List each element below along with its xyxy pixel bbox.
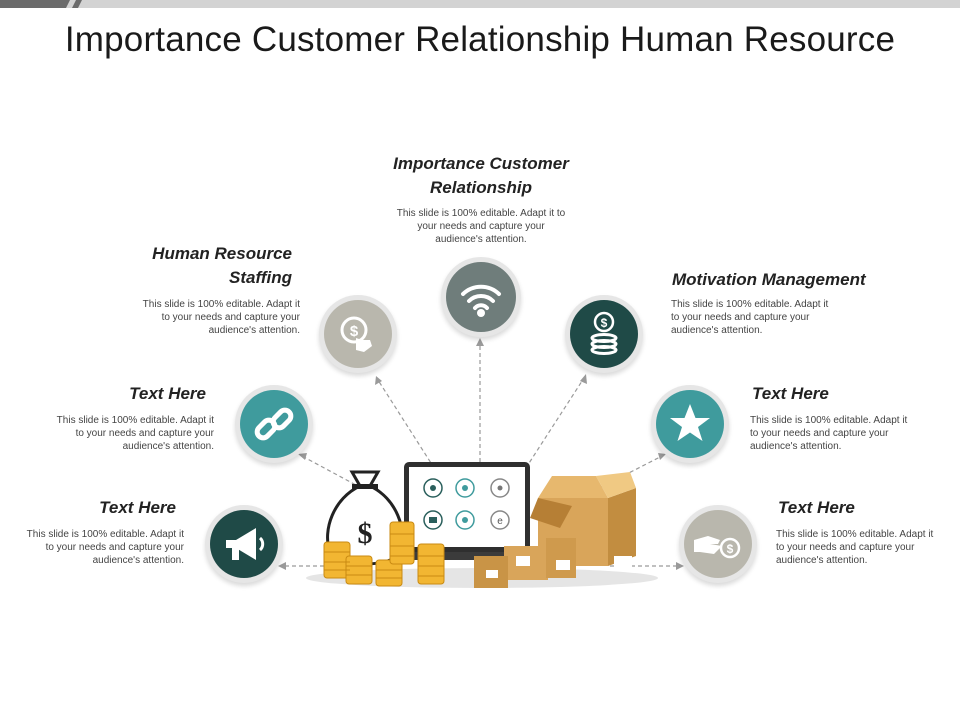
heading-text-here-right-1: Text Here xyxy=(752,384,829,403)
svg-text:$: $ xyxy=(358,517,373,550)
megaphone-circle xyxy=(210,510,278,578)
star-circle xyxy=(656,390,724,458)
svg-text:$: $ xyxy=(727,542,734,556)
boxes-icon xyxy=(474,472,636,588)
svg-text:$: $ xyxy=(350,323,359,340)
link-icon xyxy=(254,407,294,441)
coin-stacks-icon xyxy=(323,521,445,587)
svg-text:$: $ xyxy=(601,316,608,330)
desc-text-here-right-1: This slide is 100% editable. Adapt it to… xyxy=(750,415,908,452)
desc-text-here-left-1: This slide is 100% editable. Adapt it to… xyxy=(56,415,214,452)
svg-text:e: e xyxy=(497,516,503,527)
wifi-circle xyxy=(446,262,516,332)
dollar-touch-icon: $ xyxy=(340,316,372,352)
dollar-touch-circle: $ xyxy=(324,300,392,368)
link-circle xyxy=(240,390,308,458)
desc-human-resource-staffing: This slide is 100% editable. Adapt it to… xyxy=(142,299,300,336)
heading-text-here-left-1: Text Here xyxy=(129,384,206,403)
desc-motivation-management: This slide is 100% editable. Adapt it to… xyxy=(671,299,829,336)
laptop-icon: e xyxy=(392,462,542,560)
heading-human-resource-staffing: Human Resource Staffing xyxy=(152,244,292,287)
wifi-icon xyxy=(461,284,501,317)
top-accent-bar xyxy=(0,0,960,8)
desc-text-here-left-2: This slide is 100% editable. Adapt it to… xyxy=(26,529,184,566)
hand-dollar-icon: $ xyxy=(694,536,741,559)
star-icon xyxy=(670,404,710,441)
coin-stack-icon: $ xyxy=(590,311,618,355)
page-title: Importance Customer Relationship Human R… xyxy=(64,20,896,59)
desc-importance-customer-relationship: This slide is 100% editable. Adapt it to… xyxy=(396,208,566,245)
hand-dollar-circle: $ xyxy=(684,510,752,578)
coin-stack-circle: $ xyxy=(570,300,638,368)
heading-text-here-right-2: Text Here xyxy=(778,498,855,517)
heading-text-here-left-2: Text Here xyxy=(99,498,176,517)
desc-text-here-right-2: This slide is 100% editable. Adapt it to… xyxy=(776,529,934,566)
heading-importance-customer-relationship: Importance Customer Relationship xyxy=(393,154,569,197)
megaphone-icon xyxy=(226,528,265,560)
heading-motivation-management: Motivation Management xyxy=(672,270,866,289)
